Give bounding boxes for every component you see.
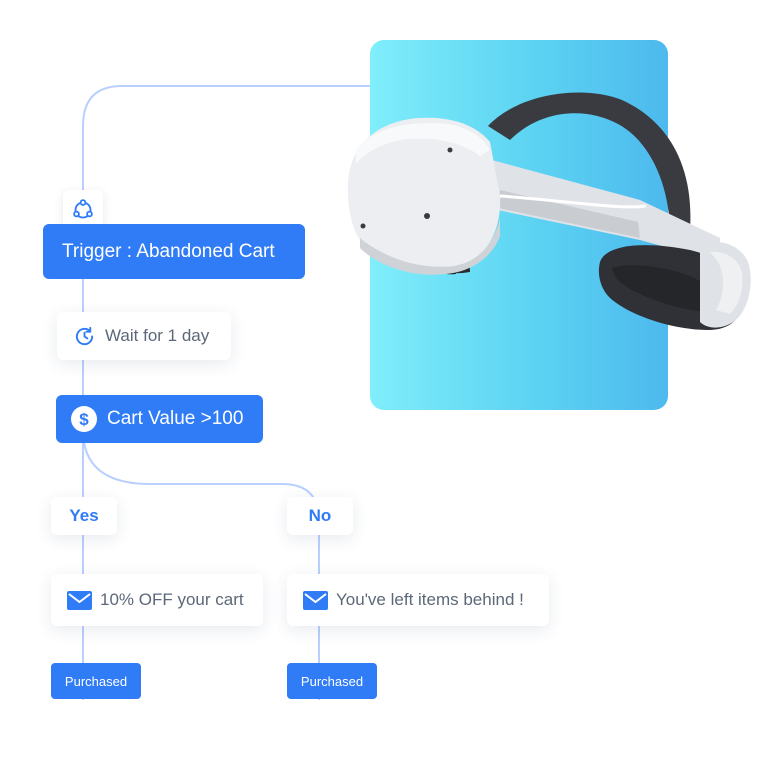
wait-label: Wait for 1 day [105, 326, 210, 345]
clock-refresh-icon [73, 325, 96, 348]
dollar-icon: $ [70, 405, 98, 433]
envelope-icon [303, 590, 328, 610]
svg-text:$: $ [79, 410, 89, 429]
branch-yes-label[interactable]: Yes [51, 497, 117, 535]
trigger-icon-chip [63, 190, 103, 230]
email-no-label: You've left items behind ! [336, 590, 524, 609]
purchased-node-yes[interactable]: Purchased [51, 663, 141, 699]
email-yes-label: 10% OFF your cart [100, 590, 244, 609]
trigger-node[interactable]: Trigger : Abandoned Cart [43, 224, 305, 279]
yes-label: Yes [69, 506, 99, 525]
no-label: No [308, 506, 332, 525]
trigger-label: Trigger : Abandoned Cart [62, 240, 275, 262]
email-node-no[interactable]: You've left items behind ! [287, 574, 549, 626]
purchased-no-label: Purchased [300, 673, 364, 689]
condition-label: Cart Value >100 [107, 408, 244, 429]
purchased-yes-label: Purchased [64, 673, 128, 689]
email-node-yes[interactable]: 10% OFF your cart [51, 574, 263, 626]
network-nodes-icon [71, 198, 95, 222]
connector-product-to-trigger [82, 85, 372, 700]
wait-node[interactable]: Wait for 1 day [57, 312, 231, 360]
branch-no-label[interactable]: No [287, 497, 353, 535]
condition-node[interactable]: $ Cart Value >100 [56, 395, 263, 443]
purchased-node-no[interactable]: Purchased [287, 663, 377, 699]
envelope-icon [67, 590, 92, 610]
